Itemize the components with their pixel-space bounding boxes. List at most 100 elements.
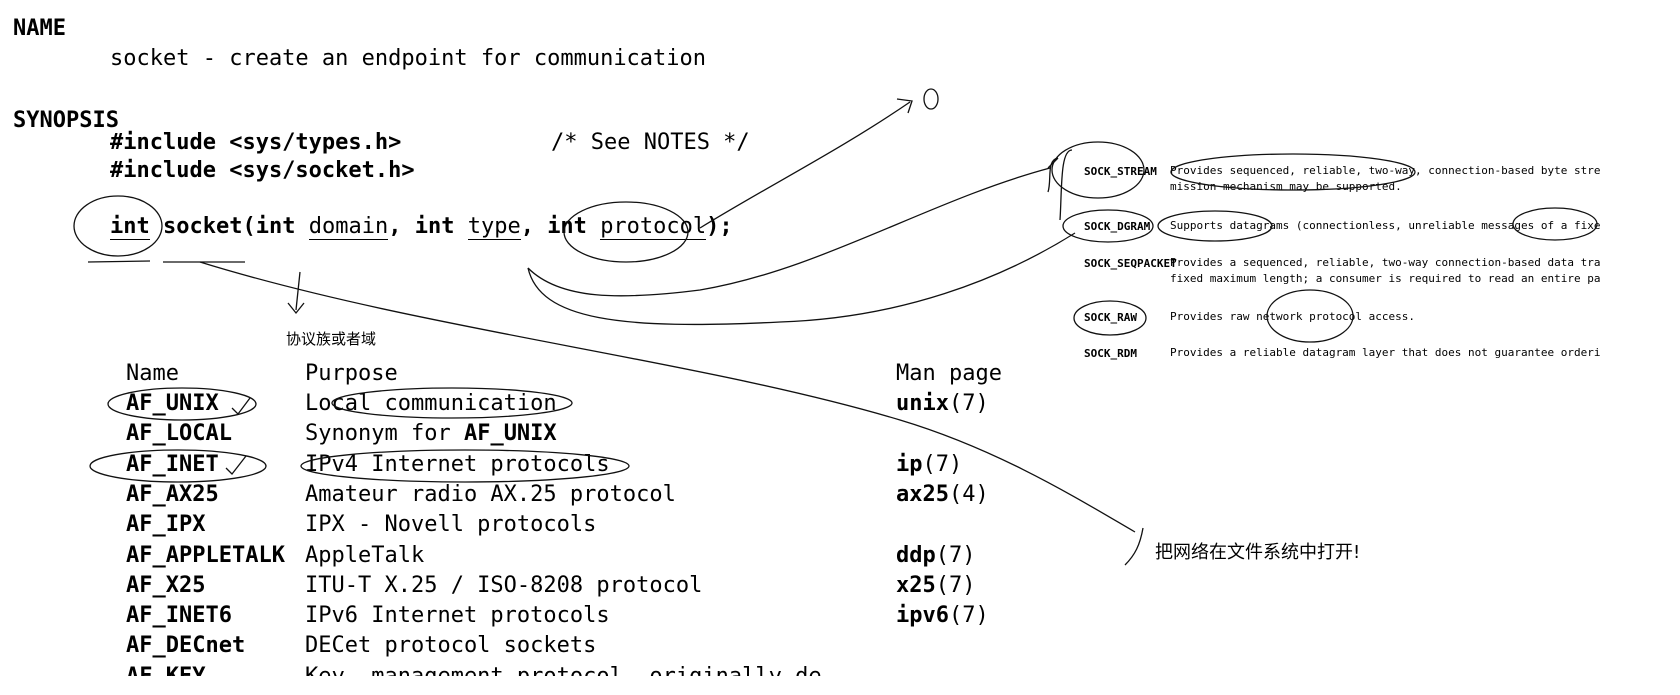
domain-row-purpose-text: Amateur radio AX.25 protocol [305, 481, 676, 507]
type-row-name: SOCK_RDM [1084, 347, 1137, 360]
sig-func: socket( [149, 214, 256, 239]
domain-row-name: AF_AX25 [126, 481, 219, 507]
col-header-name: Name [126, 361, 179, 386]
domain-row-purpose-text: Key management protocol, originally de- [305, 664, 835, 676]
domain-row-purpose: AppleTalk [305, 541, 424, 571]
sig-domain: domain [308, 214, 389, 240]
domain-row-purpose-text: DECet protocol sockets [305, 633, 597, 659]
domain-row-man-sec: (7) [935, 572, 976, 598]
domain-row-name: AF_IPX [126, 512, 206, 538]
synopsis-heading: SYNOPSIS [13, 108, 119, 133]
domain-row-purpose: Amateur radio AX.25 protocol [305, 480, 676, 510]
arrow-protocol-zero [699, 101, 911, 229]
check-af-inet [225, 455, 247, 475]
arrow-head-zero [896, 98, 913, 114]
name-description: socket - create an endpoint for communic… [110, 46, 707, 71]
domain-row-purpose-bold: AF_UNIX [463, 421, 557, 447]
domain-row-name: AF_X25 [126, 572, 206, 598]
filenote-tick [1124, 527, 1144, 566]
domain-row-purpose-text: Local communication [305, 391, 557, 416]
domain-row-man: unix(7) [896, 389, 989, 419]
domain-row-man: ip(7) [896, 450, 962, 480]
domain-row-man-sec: (7) [922, 451, 963, 477]
handwritten-annotations [73, 88, 1598, 566]
man-page-view: NAME socket - create an endpoint for com… [13, 16, 1600, 676]
domain-row-man-sec: (7) [948, 603, 989, 629]
domain-note: 协议族或者域 [286, 330, 377, 348]
domain-row-name: AF_INET6 [126, 603, 232, 629]
type-row-desc-line1: Supports datagrams (connectionless, unre… [1170, 219, 1600, 232]
domain-row-name: AF_LOCAL [126, 421, 232, 447]
type-row-desc: Provides a sequenced, reliable, two-way … [1170, 255, 1600, 287]
sig-protocol: protocol [600, 214, 707, 240]
type-row-desc-line1: Provides a sequenced, reliable, two-way … [1170, 256, 1600, 269]
sig-int-protocol: int [547, 214, 587, 239]
domain-row-purpose: DECet protocol sockets [305, 631, 596, 661]
include-socket: #include <sys/socket.h> [110, 158, 415, 183]
type-row-name: SOCK_SEQPACKET [1084, 257, 1177, 270]
domain-row-man-name: ipv6 [896, 603, 949, 629]
type-row-desc: Provides raw network protocol access. [1170, 309, 1600, 325]
domain-row-man: ipv6(7) [896, 601, 989, 631]
type-row-name: SOCK_RAW [1084, 311, 1137, 324]
domain-row-purpose: Key management protocol, originally de- [305, 662, 835, 676]
sig-comma1: , [388, 214, 415, 239]
domain-row-man-name: ax25 [896, 481, 949, 507]
sig-int-domain: int [255, 214, 296, 239]
domain-row-name: AF_KEY [126, 662, 205, 676]
arrow-type-dgram [527, 232, 1076, 326]
domain-row-man-name: ip [896, 451, 923, 477]
sig-return-int: int [110, 214, 150, 240]
arrow-head-domain [287, 302, 305, 315]
brace-mark [1047, 157, 1059, 193]
domain-row-purpose-text: Synonym for [305, 421, 464, 447]
domain-row-name: AF_UNIX [126, 391, 219, 416]
domain-row-purpose: IPX - Novell protocols [305, 510, 596, 540]
sig-comma2: , [520, 214, 548, 239]
domain-row-purpose: IPv6 Internet protocols [305, 601, 610, 631]
domain-row-man: ddp(7) [896, 541, 976, 571]
domain-row-man-sec: (7) [935, 542, 976, 568]
type-row-name: SOCK_DGRAM [1084, 220, 1151, 233]
type-row-desc: Provides a reliable datagram layer that … [1170, 345, 1600, 361]
domain-row-purpose-text: IPv6 Internet protocols [305, 603, 610, 629]
type-row-desc-line1: Provides raw network protocol access. [1170, 310, 1416, 323]
col-header-man: Man page [896, 361, 1002, 386]
arrow-domain-note [295, 271, 301, 311]
sig-end: ); [706, 214, 733, 239]
sig-type: type [467, 214, 521, 240]
type-row-name: SOCK_STREAM [1084, 165, 1157, 178]
domain-row-man-sec: (4) [948, 481, 989, 507]
domain-row-man-name: unix [896, 391, 949, 416]
type-row-desc-line2: mission mechanism may be supported. [1170, 180, 1402, 193]
domain-row-purpose-text: AppleTalk [305, 542, 425, 568]
domain-row-name: AF_DECnet [126, 633, 246, 659]
domain-row-man-name: ddp [896, 542, 936, 568]
domain-row-purpose: ITU-T X.25 / ISO-8208 protocol [305, 571, 702, 601]
domain-row-purpose: Local communication [305, 389, 557, 419]
check-af-unix [231, 397, 251, 415]
include-comment: /* See NOTES */ [551, 130, 750, 155]
domain-row-purpose-text: IPX - Novell protocols [305, 512, 597, 538]
domain-row-name: AF_APPLETALK [126, 542, 285, 568]
domain-row-man: x25(7) [896, 571, 976, 601]
underline-int [87, 260, 151, 263]
type-row-desc: Supports datagrams (connectionless, unre… [1170, 218, 1600, 234]
socket-signature: int socket(int domain, int type, int pro… [110, 212, 733, 242]
include-types: #include <sys/types.h> [110, 130, 402, 155]
domain-row-man-name: x25 [896, 572, 936, 598]
domain-row-purpose: Synonym for AF_UNIX [305, 419, 557, 449]
type-row-desc-line1: Provides sequenced, reliable, two-way, c… [1170, 164, 1600, 177]
sig-int-type: int [414, 214, 455, 239]
domain-row-man: ax25(4) [896, 480, 989, 510]
type-row-desc-line2: fixed maximum length; a consumer is requ… [1170, 272, 1600, 285]
brace-line [1059, 149, 1073, 221]
domain-row-purpose-text: ITU-T X.25 / ISO-8208 protocol [305, 572, 703, 598]
type-row-desc-line1: Provides a reliable datagram layer that … [1170, 346, 1600, 359]
file-note: 把网络在文件系统中打开! [1155, 542, 1361, 563]
name-heading: NAME [13, 16, 66, 41]
col-header-purpose: Purpose [305, 361, 398, 386]
domain-row-purpose-text: IPv4 Internet protocols [305, 451, 610, 477]
type-row-desc: Provides sequenced, reliable, two-way, c… [1170, 163, 1600, 195]
domain-row-purpose: IPv4 Internet protocols [305, 450, 610, 480]
